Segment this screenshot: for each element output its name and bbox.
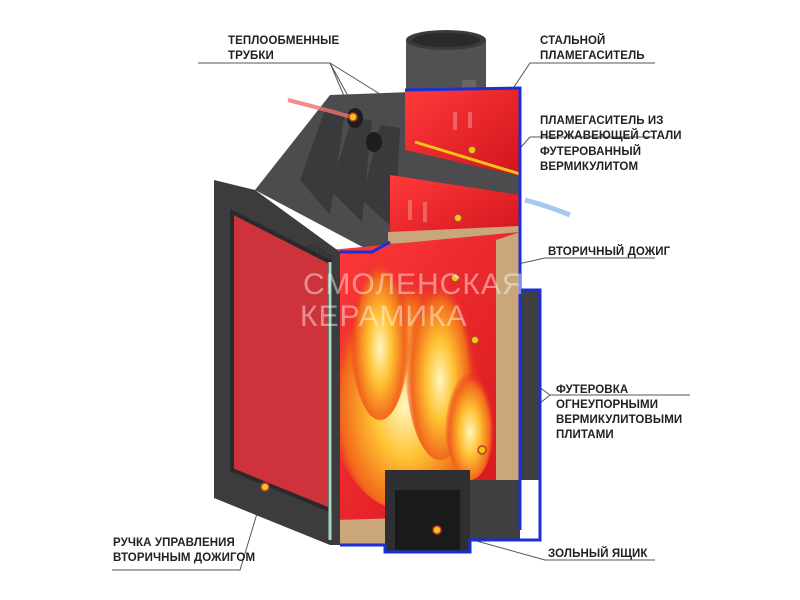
label-heat-tubes: ТЕПЛООБМЕННЫЕ ТРУБКИ bbox=[228, 34, 339, 64]
label-line: ТРУБКИ bbox=[228, 50, 274, 62]
label-lining: ФУТЕРОВКА ОГНЕУПОРНЫМИ ВЕРМИКУЛИТОВЫМИ П… bbox=[556, 383, 682, 443]
label-line: ФУТЕРОВАННЫЙ bbox=[540, 146, 642, 158]
label-ash-box: ЗОЛЬНЫЙ ЯЩИК bbox=[548, 548, 648, 560]
flue-pipe bbox=[406, 30, 486, 96]
label-line: ФУТЕРОВКА bbox=[556, 384, 629, 396]
label-line: РУЧКА УПРАВЛЕНИЯ bbox=[113, 537, 235, 549]
vermiculite-baffle bbox=[388, 226, 520, 244]
vermiculite-side-wall bbox=[496, 232, 520, 540]
watermark-line-2: КЕРАМИКА bbox=[300, 300, 468, 333]
label-line: ПЛИТАМИ bbox=[556, 429, 614, 441]
cold-air-arrow bbox=[524, 197, 571, 218]
label-line: НЕРЖАВЕЮЩЕЙ СТАЛИ bbox=[540, 130, 682, 142]
section-outline bbox=[340, 86, 542, 554]
side-air-channel bbox=[520, 290, 540, 480]
label-secondary-burn: ВТОРИЧНЫЙ ДОЖИГ bbox=[548, 246, 671, 258]
label-line: ВЕРМИКУЛИТОВЫМИ bbox=[556, 414, 683, 426]
heat-exchange-tubes bbox=[300, 110, 400, 230]
tube-opening bbox=[366, 132, 382, 152]
watermark-line-1: СМОЛЕНСКАЯ bbox=[303, 268, 525, 301]
steel-baffle bbox=[414, 140, 521, 176]
label-line: ТЕПЛООБМЕННЫЕ bbox=[228, 35, 340, 47]
label-steel-baffle: СТАЛЬНОЙ ПЛАМЕГАСИТЕЛЬ bbox=[540, 34, 645, 64]
markers bbox=[260, 112, 487, 535]
upper-chamber bbox=[405, 88, 520, 176]
label-line: СТАЛЬНОЙ bbox=[540, 35, 606, 47]
label-line: ПЛАМЕГАСИТЕЛЬ ИЗ bbox=[540, 115, 664, 127]
middle-chamber bbox=[390, 175, 520, 242]
ash-box bbox=[385, 470, 520, 552]
label-line: ПЛАМЕГАСИТЕЛЬ bbox=[540, 50, 645, 62]
label-line: ОГНЕУПОРНЫМИ bbox=[556, 399, 659, 411]
flames bbox=[325, 240, 495, 510]
label-control-handle: РУЧКА УПРАВЛЕНИЯ ВТОРИЧНЫМ ДОЖИГОМ bbox=[113, 536, 255, 566]
label-stainless-baffle: ПЛАМЕГАСИТЕЛЬ ИЗ НЕРЖАВЕЮЩЕЙ СТАЛИ bbox=[540, 114, 682, 144]
door[interactable] bbox=[214, 180, 340, 545]
label-line: ВТОРИЧНЫМ ДОЖИГОМ bbox=[113, 552, 256, 564]
label-vermiculite-lined: ФУТЕРОВАННЫЙ ВЕРМИКУЛИТОМ bbox=[540, 145, 641, 175]
label-line: ВЕРМИКУЛИТОМ bbox=[540, 161, 639, 173]
